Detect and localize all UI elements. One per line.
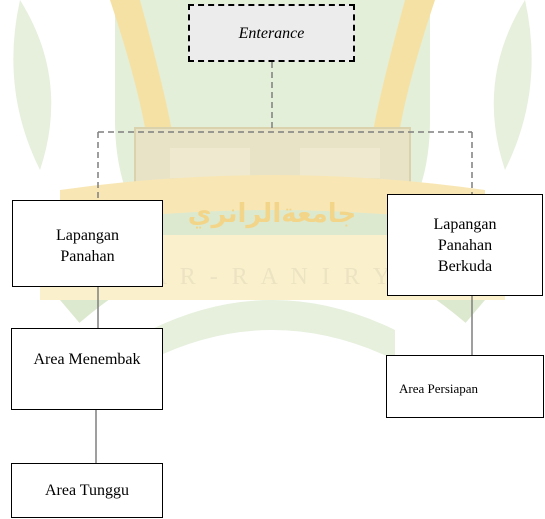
entrance-node: Enterance xyxy=(188,4,355,62)
lapangan-panahan-label-line2: Panahan xyxy=(60,247,115,265)
area-tunggu-label: Area Tunggu xyxy=(44,482,129,499)
lapangan-panahan-node: Lapangan Panahan xyxy=(12,200,163,287)
lapangan-panahan-label-line1: Lapangan xyxy=(55,226,120,244)
entrance-label: Enterance xyxy=(238,24,305,42)
berkuda-label-line1: Lapangan xyxy=(433,215,497,233)
area-tunggu-node: Area Tunggu xyxy=(11,463,163,518)
dashed-connectors xyxy=(97,62,473,200)
berkuda-label-line3: Berkuda xyxy=(437,257,493,275)
watermark-latin-text: A R - R A N I R Y xyxy=(150,264,394,290)
area-menembak-node: Area Menembak xyxy=(11,328,163,410)
area-menembak-label: Area Menembak xyxy=(33,351,141,368)
area-persiapan-label: Area Persiapan xyxy=(399,381,479,396)
solid-connectors xyxy=(95,287,473,463)
lapangan-panahan-berkuda-node: Lapangan Panahan Berkuda xyxy=(387,194,543,296)
berkuda-label-line2: Panahan xyxy=(437,236,493,254)
area-persiapan-node: Area Persiapan xyxy=(386,355,544,418)
watermark-arabic-text: جامعةالرانري xyxy=(188,199,357,229)
